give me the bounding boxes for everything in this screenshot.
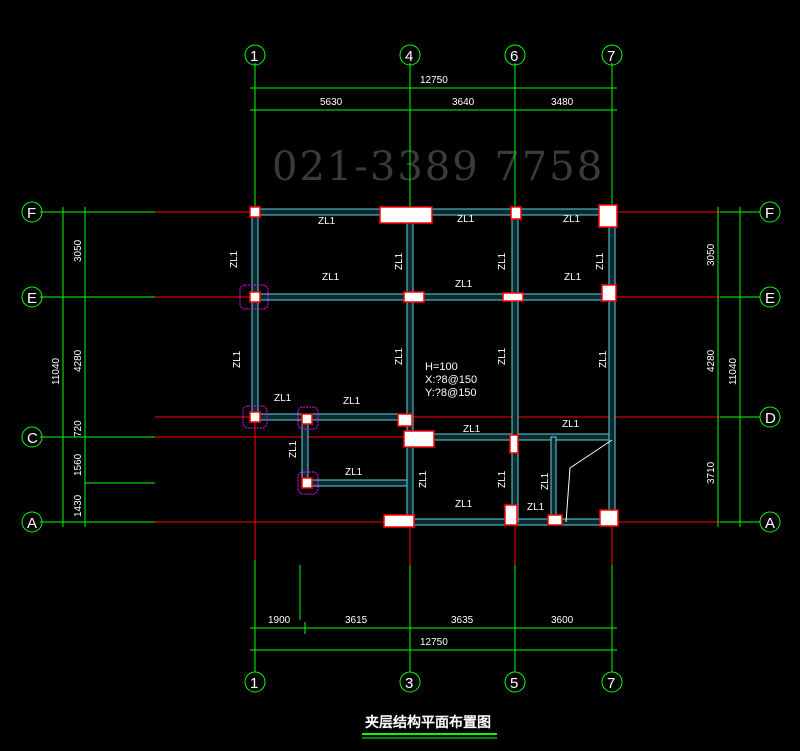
top-dimensions: 12750 5630 3640 3480 bbox=[320, 75, 574, 108]
right-dim-segment: 3710 bbox=[706, 461, 717, 484]
axis-label-right: A bbox=[765, 515, 775, 532]
top-axis-bubbles: 1 4 6 7 bbox=[244, 44, 623, 66]
beam-label: ZL1 bbox=[497, 347, 508, 365]
left-total-dim: 11040 bbox=[51, 357, 62, 385]
left-dim-segment: 4280 bbox=[73, 349, 84, 372]
beam-label: ZL1 bbox=[497, 470, 508, 488]
watermark-text: 021-3389 7758 bbox=[272, 144, 604, 190]
slab-thickness: H=100 bbox=[425, 361, 458, 373]
right-dim-segment: 3050 bbox=[706, 243, 717, 266]
slab-rebar-x: X:?8@150 bbox=[425, 374, 477, 386]
axis-label-top: 1 bbox=[250, 48, 258, 65]
beam-label: ZL1 bbox=[527, 502, 545, 513]
beam-label: ZL1 bbox=[455, 279, 473, 290]
bottom-dim-segment: 3635 bbox=[451, 615, 474, 626]
column-markers bbox=[239, 284, 319, 495]
right-total-dim: 11040 bbox=[728, 357, 739, 385]
bottom-dim-segment: 1900 bbox=[268, 615, 291, 626]
bottom-total-dim: 12750 bbox=[420, 637, 448, 648]
axis-label-left: A bbox=[27, 515, 37, 532]
beam-label: ZL1 bbox=[343, 396, 361, 407]
top-dim-segment: 3480 bbox=[551, 97, 574, 108]
columns bbox=[249, 204, 619, 528]
axis-label-bottom: 7 bbox=[607, 675, 615, 692]
slab-note: H=100 X:?8@150 Y:?8@150 bbox=[425, 361, 477, 399]
axis-label-top: 6 bbox=[510, 48, 518, 65]
left-dim-segment: 720 bbox=[73, 420, 84, 437]
top-total-dim: 12750 bbox=[420, 75, 448, 86]
left-axis-bubbles: F E C A bbox=[21, 201, 43, 533]
grid-lines bbox=[40, 63, 760, 672]
axis-label-right: D bbox=[765, 410, 776, 427]
beam-label: ZL1 bbox=[318, 216, 336, 227]
axis-label-left: E bbox=[27, 290, 37, 307]
beam-label: ZL1 bbox=[563, 214, 581, 225]
beam-label: ZL1 bbox=[232, 350, 243, 368]
beam-label: ZL1 bbox=[562, 419, 580, 430]
left-dim-segment: 1560 bbox=[73, 453, 84, 476]
beam-labels: ZL1 ZL1 ZL1 ZL1 ZL1 ZL1 ZL1 ZL1 ZL1 ZL1 … bbox=[229, 214, 609, 513]
axis-label-left: C bbox=[27, 430, 38, 447]
right-dimensions: 3050 4280 3710 11040 bbox=[706, 243, 739, 484]
left-dim-segment: 3050 bbox=[73, 239, 84, 262]
beam-label: ZL1 bbox=[457, 214, 475, 225]
beam-label: ZL1 bbox=[229, 250, 240, 268]
right-dim-segment: 4280 bbox=[706, 349, 717, 372]
bottom-dimensions: 1900 3615 3635 3600 12750 bbox=[268, 615, 574, 648]
axis-label-bottom: 1 bbox=[250, 675, 258, 692]
beam-label: ZL1 bbox=[345, 467, 363, 478]
slab-rebar-y: Y:?8@150 bbox=[425, 387, 477, 399]
beam-label: ZL1 bbox=[598, 350, 609, 368]
top-dim-segment: 5630 bbox=[320, 97, 343, 108]
axis-label-right: F bbox=[765, 205, 774, 222]
beam-label: ZL1 bbox=[288, 440, 299, 458]
right-axis-bubbles: F E D A bbox=[759, 201, 781, 533]
bottom-dim-segment: 3600 bbox=[551, 615, 574, 626]
drawing-title: 夹层结构平面布置图 bbox=[365, 714, 491, 731]
top-dim-segment: 3640 bbox=[452, 97, 475, 108]
axis-label-bottom: 5 bbox=[510, 675, 518, 692]
axis-label-top: 7 bbox=[607, 48, 615, 65]
beam-label: ZL1 bbox=[418, 470, 429, 488]
beam-label: ZL1 bbox=[455, 499, 473, 510]
beam-label: ZL1 bbox=[322, 272, 340, 283]
axis-label-top: 4 bbox=[405, 48, 413, 65]
beam-label: ZL1 bbox=[595, 252, 606, 270]
beam-label: ZL1 bbox=[463, 424, 481, 435]
beam-label: ZL1 bbox=[394, 252, 405, 270]
axis-label-bottom: 3 bbox=[405, 675, 413, 692]
left-dimensions: 11040 3050 4280 720 1560 1430 bbox=[51, 239, 84, 517]
axis-label-left: F bbox=[27, 205, 36, 222]
beam-label: ZL1 bbox=[497, 252, 508, 270]
beam-label: ZL1 bbox=[274, 393, 292, 404]
bottom-axis-bubbles: 1 3 5 7 bbox=[244, 671, 623, 693]
beam-label: ZL1 bbox=[564, 272, 582, 283]
beam-label: ZL1 bbox=[394, 347, 405, 365]
beam-label: ZL1 bbox=[540, 472, 551, 490]
axis-label-right: E bbox=[765, 290, 775, 307]
bottom-dim-segment: 3615 bbox=[345, 615, 368, 626]
left-dim-segment: 1430 bbox=[73, 494, 84, 517]
